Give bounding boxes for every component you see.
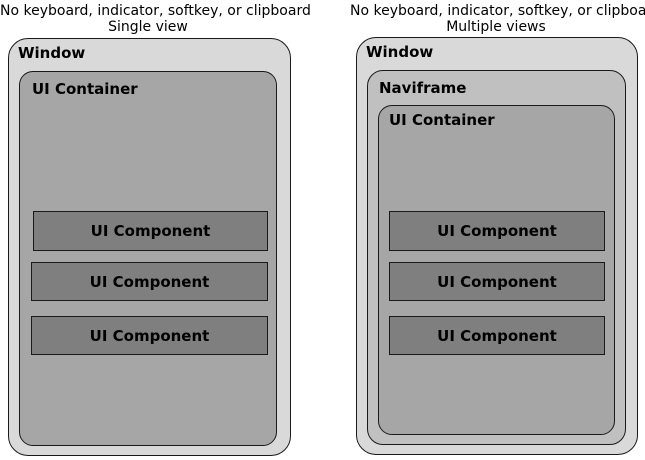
left-ui-container: UI Container UI Component UI Component U… <box>19 71 277 446</box>
right-naviframe: Naviframe UI Container UI Component UI C… <box>367 70 626 445</box>
right-window-label: Window <box>366 43 434 61</box>
right-ui-container-label: UI Container <box>389 111 495 129</box>
left-ui-component-1: UI Component <box>33 211 268 251</box>
left-caption-line1: No keyboard, indicator, softkey, or clip… <box>0 3 311 19</box>
right-caption-line1: No keyboard, indicator, softkey, or clip… <box>350 3 645 19</box>
right-ui-component-3: UI Component <box>389 316 605 355</box>
left-ui-component-2: UI Component <box>31 262 268 301</box>
left-caption-line2: Single view <box>108 19 188 35</box>
left-window: Window UI Container UI Component UI Comp… <box>8 38 291 456</box>
left-ui-container-label: UI Container <box>32 80 138 98</box>
right-ui-component-2: UI Component <box>389 262 605 301</box>
right-ui-component-1: UI Component <box>389 211 605 251</box>
left-ui-component-3: UI Component <box>31 316 268 355</box>
left-window-label: Window <box>18 44 86 62</box>
right-caption-line2: Multiple views <box>446 19 546 35</box>
right-ui-container: UI Container UI Component UI Component U… <box>378 105 615 435</box>
right-naviframe-label: Naviframe <box>379 79 467 97</box>
right-window: Window Naviframe UI Container UI Compone… <box>356 37 638 455</box>
right-caption: No keyboard, indicator, softkey, or clip… <box>350 3 645 35</box>
left-caption: No keyboard, indicator, softkey, or clip… <box>0 3 311 35</box>
